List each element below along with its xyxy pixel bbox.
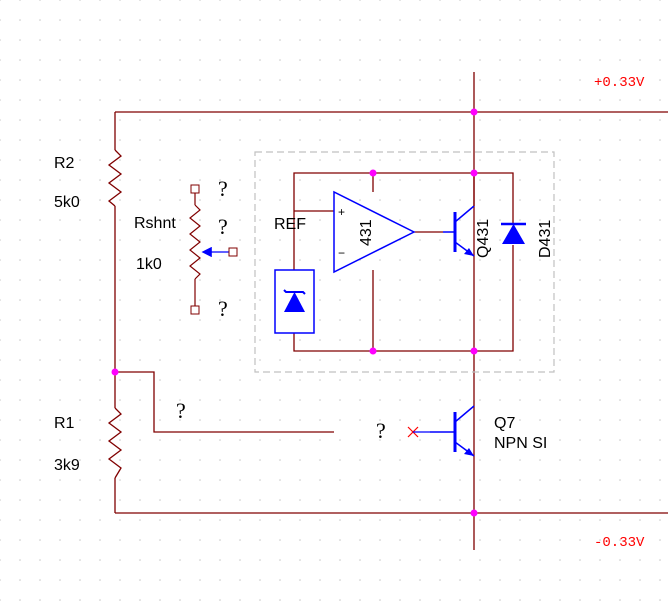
rshnt-ref: Rshnt (134, 215, 176, 232)
d431-ref: D431 (537, 220, 554, 258)
opamp-label: 431 (358, 219, 375, 246)
mid-wire-unknown: ? (176, 398, 186, 423)
pot-bottom-pin[interactable] (190, 305, 200, 315)
r1-ref: R1 (54, 415, 75, 432)
junction-dot (369, 169, 377, 177)
q7-base-unknown: ? (376, 418, 386, 443)
q7-value: NPN SI (494, 435, 547, 452)
tl431-subcircuit-box (254, 151, 555, 373)
opamp-431[interactable]: + − 431 (333, 190, 416, 274)
tl431-internal-wires (293, 172, 514, 352)
opamp-minus-sign: − (338, 246, 345, 260)
rshnt-potentiometer[interactable] (189, 184, 238, 315)
pot-bottom-unknown: ? (218, 296, 228, 321)
r2-value: 5k0 (54, 194, 80, 211)
pot-top-unknown: ? (218, 176, 228, 201)
junction-dots (111, 108, 478, 517)
q7-ref: Q7 (494, 415, 515, 432)
junction-dot (369, 347, 377, 355)
ref-pin-label: REF (274, 216, 306, 233)
q7-transistor[interactable] (430, 405, 475, 457)
r2-resistor[interactable] (107, 149, 123, 207)
negative-supply-label: -0.33V (594, 535, 645, 551)
q431-transistor[interactable] (443, 205, 475, 257)
opamp-plus-sign: + (338, 205, 345, 219)
r1-value: 3k9 (54, 457, 80, 474)
pot-top-pin[interactable] (190, 184, 200, 194)
d431-diode[interactable] (501, 218, 526, 244)
pot-wiper-unknown: ? (218, 214, 228, 239)
reference-zener[interactable] (274, 269, 315, 334)
rshnt-value: 1k0 (136, 256, 162, 273)
positive-supply-label: +0.33V (594, 75, 645, 91)
junction-dot (470, 347, 478, 355)
pot-wiper-pin[interactable] (228, 247, 238, 257)
r1-resistor[interactable] (107, 407, 123, 479)
junction-dot (470, 509, 478, 517)
supply-rails (115, 72, 668, 550)
q431-ref: Q431 (475, 219, 492, 258)
junction-dot (111, 368, 119, 376)
junction-dot (470, 108, 478, 116)
r2-ref: R2 (54, 155, 75, 172)
junction-dot (470, 169, 478, 177)
